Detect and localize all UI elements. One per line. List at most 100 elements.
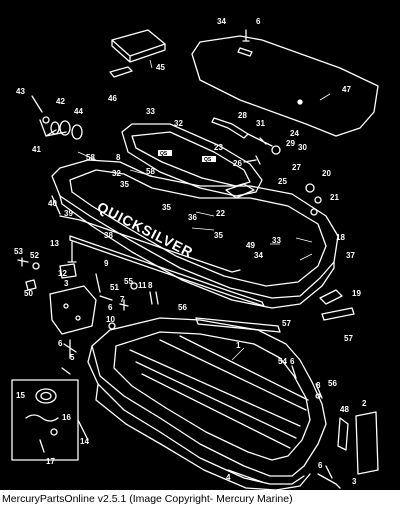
seat-console	[121, 123, 263, 197]
callout-46: 46	[108, 94, 117, 103]
callout-32a: 32	[174, 119, 183, 128]
callout-28: 28	[238, 111, 247, 120]
part-47-notch	[237, 47, 253, 57]
callout-24: 24	[290, 129, 299, 138]
part-6-screw-top	[242, 29, 250, 42]
part-40-rail	[51, 195, 61, 215]
part-15-spring	[25, 414, 59, 422]
part-57-strip-right	[321, 307, 355, 321]
part-20-grommet-1	[305, 183, 315, 193]
callout-57a: 57	[282, 319, 291, 328]
decal-qs-2-text: QS	[204, 157, 212, 163]
part-41-leaders	[39, 119, 67, 137]
callout-56a: 56	[178, 303, 187, 312]
part-3-pad-bottom	[317, 473, 341, 489]
part-48-strip	[337, 417, 349, 451]
callout-10: 10	[106, 315, 115, 324]
callout-54: 54	[278, 357, 287, 366]
callout-41: 41	[32, 145, 41, 154]
hull-tub	[91, 317, 327, 477]
top-deck-rim-lower	[59, 195, 335, 309]
part-11-clip	[149, 291, 159, 305]
callout-15: 15	[16, 391, 25, 400]
part-38-rail	[69, 235, 265, 307]
part-3-hole-1	[63, 303, 69, 309]
copyright-caption: MercuryPartsOnline v2.5.1 (Image Copyrig…	[0, 490, 400, 508]
callout-33a: 33	[146, 107, 155, 116]
callout-43: 43	[16, 87, 25, 96]
callout-6c: 6	[58, 339, 63, 348]
hull-floor-ridges	[129, 335, 309, 449]
callout-58b: 58	[146, 167, 155, 176]
part-17-clip	[39, 439, 45, 453]
callout-32b: 32	[112, 169, 121, 178]
part-45-seat-pad	[111, 29, 166, 63]
part-12-block	[59, 263, 77, 279]
callout-11: 11	[138, 281, 147, 290]
callout-4: 4	[226, 473, 231, 482]
part-22-handle	[225, 183, 255, 199]
callout-1: 1	[236, 341, 241, 350]
part-52-washer	[32, 262, 40, 270]
part-47-deck-mat	[191, 35, 379, 137]
callout-56b: 56	[328, 379, 337, 388]
part-6-screw-left	[61, 367, 71, 375]
decal-qs-1-text: QS	[160, 151, 168, 157]
callout-31: 31	[256, 119, 265, 128]
callout-51: 51	[110, 283, 119, 292]
callout-14: 14	[80, 437, 89, 446]
callout-40: 40	[48, 199, 57, 208]
top-deck-shell	[51, 159, 339, 299]
callout-57b: 57	[344, 334, 353, 343]
part-29-knob	[271, 145, 281, 155]
decal-qs-2	[202, 156, 216, 162]
callout-21: 21	[330, 193, 339, 202]
part-14-leader	[77, 419, 89, 441]
part-50-nut	[25, 279, 37, 291]
callout-19: 19	[352, 289, 361, 298]
callout-48: 48	[340, 405, 349, 414]
callout-6b: 6	[108, 303, 113, 312]
callout-33b: 33	[272, 236, 281, 245]
part-2-strip	[355, 411, 379, 475]
part-19-grip	[319, 289, 343, 305]
part-28-pin	[211, 117, 249, 139]
callout-47: 47	[342, 85, 351, 94]
callout-38: 38	[104, 231, 113, 240]
part-16-ring	[50, 428, 58, 436]
callout-44: 44	[74, 107, 83, 116]
part-44-ring-2	[59, 120, 71, 136]
part-20-grommet-2	[314, 196, 322, 204]
callout-35b: 35	[162, 203, 171, 212]
hull-side-wall	[87, 345, 305, 485]
callout-17: 17	[46, 457, 55, 466]
callout-36: 36	[188, 213, 197, 222]
callout-35c: 35	[214, 231, 223, 240]
part-15-drain-plug	[35, 388, 57, 404]
part-57-strip-left	[195, 317, 281, 333]
callout-6a: 6	[256, 17, 261, 26]
callout-49: 49	[246, 241, 255, 250]
callout-6d: 6	[290, 357, 295, 366]
part-13-post	[67, 241, 77, 263]
callout-20: 20	[322, 169, 331, 178]
callout-34b: 34	[254, 251, 263, 260]
callout-52: 52	[30, 251, 39, 260]
part-9-pin	[95, 273, 101, 293]
part-31-shaft	[247, 133, 273, 147]
callout-8a: 8	[116, 153, 121, 162]
callout-5: 5	[70, 353, 75, 362]
callout-45: 45	[156, 63, 165, 72]
callout-25: 25	[278, 177, 287, 186]
part-4-strip	[227, 469, 263, 483]
callout-50: 50	[24, 289, 33, 298]
callout-6e: 6	[318, 461, 323, 470]
callout-37: 37	[346, 251, 355, 260]
part-39-rail	[59, 215, 241, 273]
callout-29: 29	[286, 139, 295, 148]
callout-26: 26	[233, 159, 242, 168]
part-3-hole-2	[75, 315, 81, 321]
part-5-bolt	[63, 339, 77, 359]
hull-tub-inner	[113, 331, 311, 461]
